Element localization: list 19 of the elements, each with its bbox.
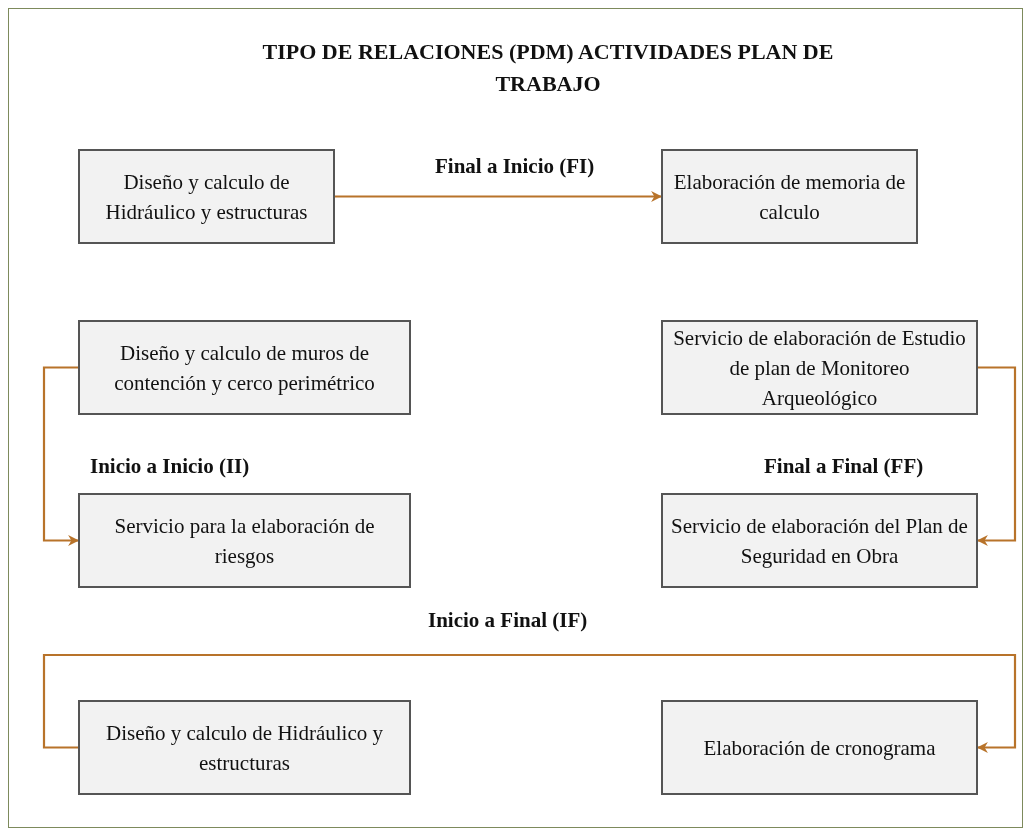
activity-text: Elaboración de memoria de calculo [672,168,907,226]
activity-text: Diseño y calculo de Hidráulico y estructuras [105,719,384,777]
activity-text: Elaboración de cronograma [703,734,936,762]
activity-text: Servicio de elaboración de Estudio de plan de Monitoreo Arqueológico [672,324,967,412]
activity-text: Diseño y calculo de muros de contención y cerco perimétrico [113,339,376,397]
activity-text: Servicio para la elaboración de riesgos [113,512,376,570]
arrow [335,191,663,202]
activity-text: Diseño y calculo de Hidráulico y estructuras [104,168,309,226]
activity-box [661,149,918,244]
arrow [42,653,1017,753]
activity-box [661,700,978,795]
arrow [42,366,80,546]
activity-box [78,493,411,588]
activity-box [78,149,335,244]
activity-text: Servicio de elaboración del Plan de Seguridad en Obra [671,512,968,570]
activity-box [78,320,411,415]
diagram-title: TIPO DE RELACIONES (PDM) ACTIVIDADES PLAN DE TRABAJO [261,38,835,98]
activity-box [661,493,978,588]
activity-box [78,700,411,795]
